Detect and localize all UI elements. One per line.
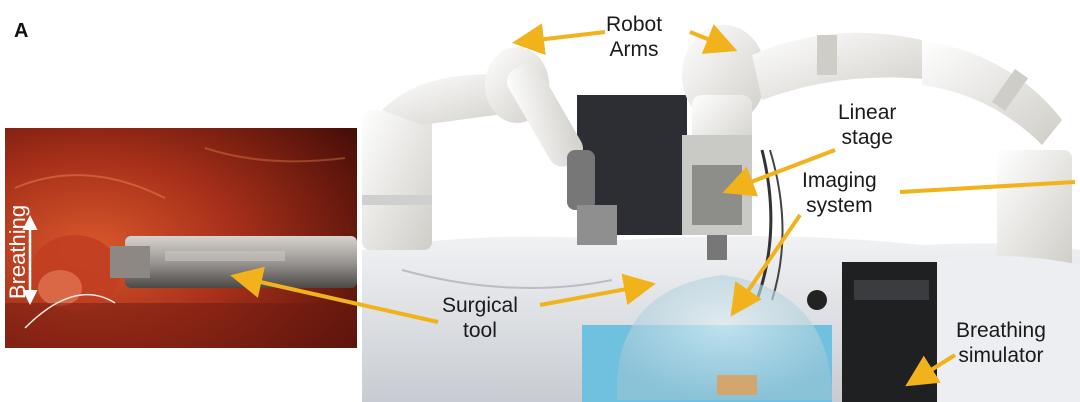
imaging-system-label: Imaging system <box>802 169 877 217</box>
endoscopic-photo <box>5 128 357 348</box>
surgical-tool-label: Surgical tool <box>442 294 518 342</box>
breathing-simulator-label: Breathing simulator <box>956 319 1046 367</box>
panel-label-a: A <box>14 20 29 42</box>
linear-stage-label: Linear stage <box>838 101 897 149</box>
breathing-label: Breathing <box>5 204 30 300</box>
robot-arms-label: Robot Arms <box>606 13 663 61</box>
